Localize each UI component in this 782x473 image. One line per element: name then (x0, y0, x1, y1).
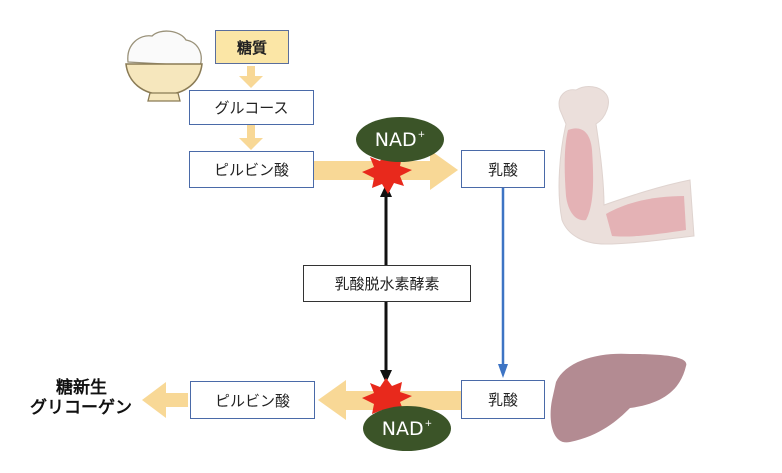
nad-label: NAD (374, 128, 417, 151)
flow-arrow-to-gluconeogenesis (142, 382, 188, 418)
sugar-box: 糖質 (215, 30, 289, 64)
gluconeogenesis-label: 糖新生 グリコーゲン (30, 378, 132, 418)
flow-arrows-down (239, 66, 263, 150)
lactate-box-top: 乳酸 (461, 150, 545, 188)
glycogen-text: グリコーゲン (30, 398, 132, 418)
gluconeogenesis-text: 糖新生 (56, 378, 107, 398)
nad-label: NAD (381, 417, 424, 440)
nad-plus-top: NAD+ (356, 117, 444, 162)
reaction-burst-top-icon (362, 152, 412, 194)
nad-charge: + (424, 418, 433, 429)
lactate-box-bottom: 乳酸 (461, 380, 545, 419)
pyruvate-box-bottom: ピルビン酸 (190, 381, 315, 419)
liver-icon (550, 353, 687, 443)
arm-muscle-icon (558, 86, 695, 245)
lactate-dehydrogenase-box: 乳酸脱水素酵素 (303, 265, 471, 302)
rice-bowl-icon (125, 30, 203, 102)
glucose-box: グルコース (189, 90, 314, 125)
nad-plus-bottom: NAD+ (363, 406, 451, 451)
enzyme-arrow-down-head (380, 370, 392, 383)
nad-charge: + (417, 129, 426, 140)
pyruvate-box-top: ピルビン酸 (189, 151, 314, 188)
blood-transport-arrow-head (498, 364, 508, 378)
